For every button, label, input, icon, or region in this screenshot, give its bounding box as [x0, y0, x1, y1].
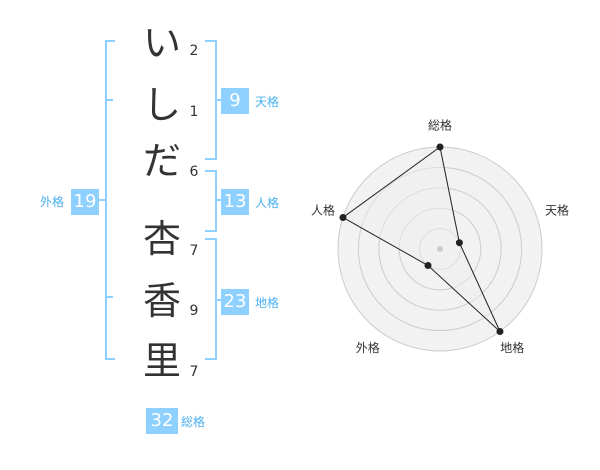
- gaikaku-bracket-connector: [99, 199, 107, 201]
- chikaku-bracket-connector: [215, 299, 221, 301]
- gaikaku-value: 19: [71, 189, 99, 215]
- stroke-count-1: 2: [189, 43, 199, 59]
- stroke-count-6: 7: [189, 364, 199, 380]
- chikaku-value: 23: [221, 289, 249, 315]
- stroke-count-4: 7: [189, 243, 199, 259]
- jinkaku-bracket: [205, 170, 217, 232]
- name-char-4: 杏: [142, 217, 181, 261]
- stroke-count-2: 1: [189, 104, 199, 120]
- radar-axis-label-4: 外格: [356, 340, 380, 355]
- radar-point-5: [339, 213, 347, 221]
- radar-point-4: [424, 262, 432, 270]
- jinkaku-label: 人格: [255, 196, 280, 210]
- chikaku-label: 地格: [255, 296, 280, 310]
- radar-axis-label-5: 人格: [311, 202, 335, 217]
- radar-center-point: [437, 246, 443, 252]
- jinkaku-bracket-connector: [215, 199, 221, 201]
- name-char-6: 里: [142, 339, 181, 383]
- stroke-count-3: 6: [189, 164, 199, 180]
- soukaku-label: 総格: [181, 415, 206, 429]
- tenkaku-value: 9: [221, 88, 249, 114]
- radar-axis-label-2: 天格: [545, 202, 569, 217]
- jinkaku-value: 13: [221, 189, 249, 215]
- radar-axis-label-1: 総格: [428, 118, 452, 133]
- name-char-1: い: [142, 21, 181, 65]
- tenkaku-bracket-connector: [215, 99, 221, 101]
- soukaku-value: 32: [146, 408, 178, 434]
- tenkaku-label: 天格: [255, 95, 280, 109]
- name-char-2: し: [142, 83, 181, 127]
- radar-point-2: [455, 239, 463, 247]
- radar-point-1: [436, 143, 444, 151]
- gaikaku-bracket-tick-1: [105, 99, 113, 101]
- name-char-3: だ: [142, 139, 181, 183]
- gaikaku-bracket-tick-2: [105, 296, 113, 298]
- radar-series-polygon: [342, 146, 501, 332]
- name-char-5: 香: [142, 279, 181, 323]
- stroke-count-5: 9: [189, 303, 199, 319]
- gaikaku-label: 外格: [40, 195, 65, 209]
- radar-axis-label-3: 地格: [500, 340, 524, 355]
- radar-point-3: [496, 328, 504, 336]
